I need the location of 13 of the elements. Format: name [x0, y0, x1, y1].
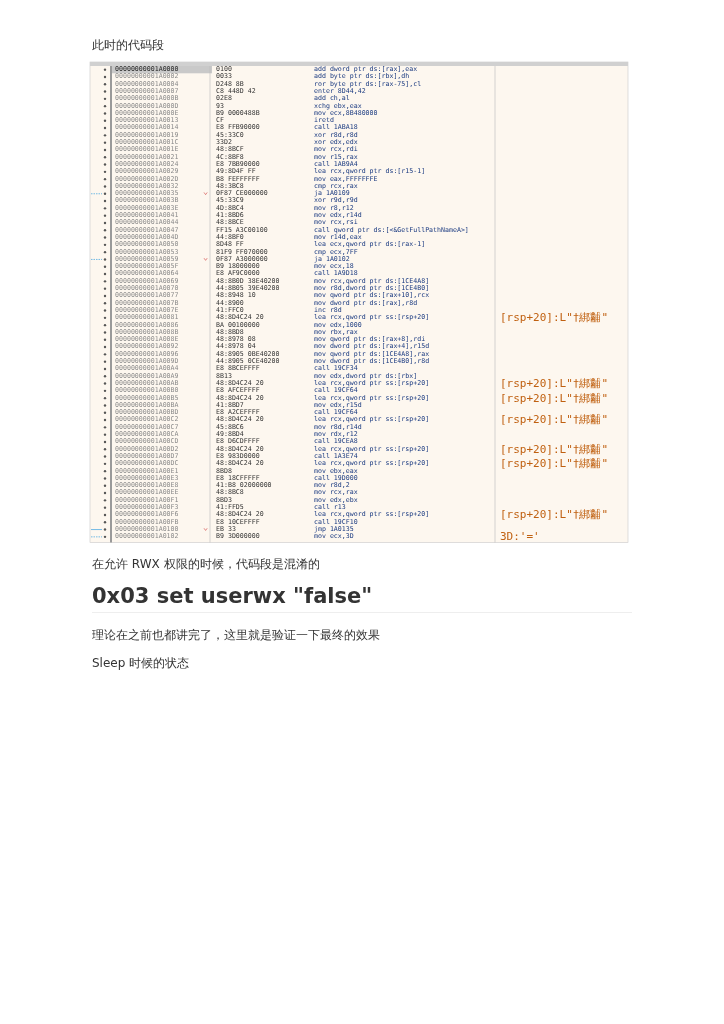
- comment-cell: [rsp+20]:L"†綁黼": [500, 414, 609, 426]
- comment-cell: [rsp+20]:L"†綁黼": [500, 312, 609, 324]
- comment-cell: [rsp+20]:L"†綁黼": [500, 377, 609, 389]
- comment-cell: 3D:'=': [500, 531, 540, 543]
- paragraph: 理论在之前也都讲完了，这里就是验证一下最终的效果: [92, 627, 380, 642]
- comment-cell: [rsp+20]:L"†綁黼": [500, 458, 609, 470]
- comment-cell: [rsp+20]:L"†綁黼": [500, 443, 609, 455]
- section-heading: 0x03 set userwx "false": [92, 583, 373, 608]
- paragraph: 在允许 RWX 权限的时候，代码段是混淆的: [92, 556, 320, 571]
- paragraph: 此时的代码段: [92, 38, 164, 52]
- comment-cell: [rsp+20]:L"†綁黼": [500, 392, 609, 404]
- paragraph: Sleep 时候的状态: [92, 655, 190, 670]
- comment-cell: [rsp+20]:L"†綁黼": [500, 509, 609, 521]
